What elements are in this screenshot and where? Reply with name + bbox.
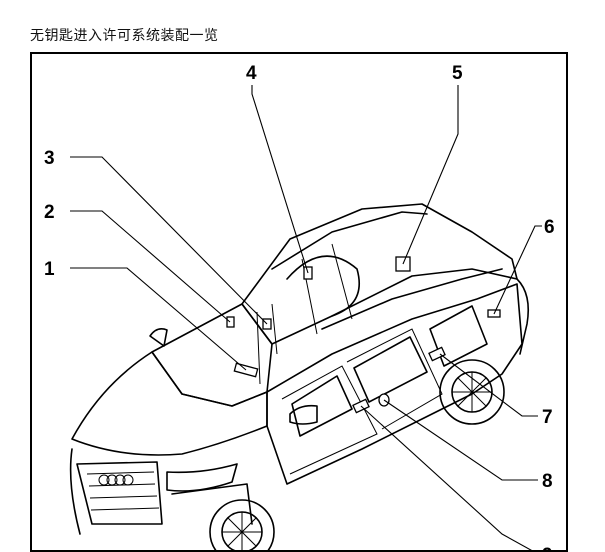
callout-3: 3 [44,148,55,169]
component-7-handle [428,346,446,362]
windscreen [151,303,273,407]
rear-wheel [439,359,505,425]
leader-1 [70,267,247,371]
left-mirror [149,328,168,347]
leader-9 [360,405,532,550]
callout-1: 1 [44,259,55,280]
grille [76,461,163,525]
leader-5 [402,85,459,265]
body-side [266,283,523,485]
front-door [281,365,378,475]
audi-rings [98,474,134,486]
roof-rail-rear [321,268,503,330]
leader-6 [493,225,542,315]
car-illustration: 1 2 3 4 5 6 7 8 9 [44,63,555,552]
rear-door [346,328,443,430]
leader-8 [383,399,538,481]
diagram-title: 无钥匙进入许可系统装配一览 [30,28,219,44]
hood [71,351,268,456]
callout-5: 5 [452,63,463,84]
roof-rail-front [271,211,428,270]
side-window-rear [353,336,428,403]
grille-bars [86,471,160,511]
callout-8: 8 [542,471,553,492]
headlight [166,463,238,492]
seat-curve [286,255,361,317]
callout-7: 7 [542,407,553,428]
callout-2: 2 [44,202,55,223]
callout-9: 9 [542,545,553,552]
callout-4: 4 [246,63,257,84]
tail [516,278,530,355]
leader-2 [70,210,231,323]
component-2-antenna [226,316,235,328]
front-bumper [69,448,253,535]
side-window-front [291,375,353,437]
seat-backs [256,243,353,385]
car-roof [241,203,518,345]
side-mirror [289,404,318,425]
diagram-frame: 1 2 3 4 5 6 7 8 9 [30,52,568,552]
front-wheel [209,499,275,550]
callout-6: 6 [544,217,555,238]
leader-3 [70,156,268,325]
leader-4 [251,85,309,274]
leader-7 [439,353,538,417]
